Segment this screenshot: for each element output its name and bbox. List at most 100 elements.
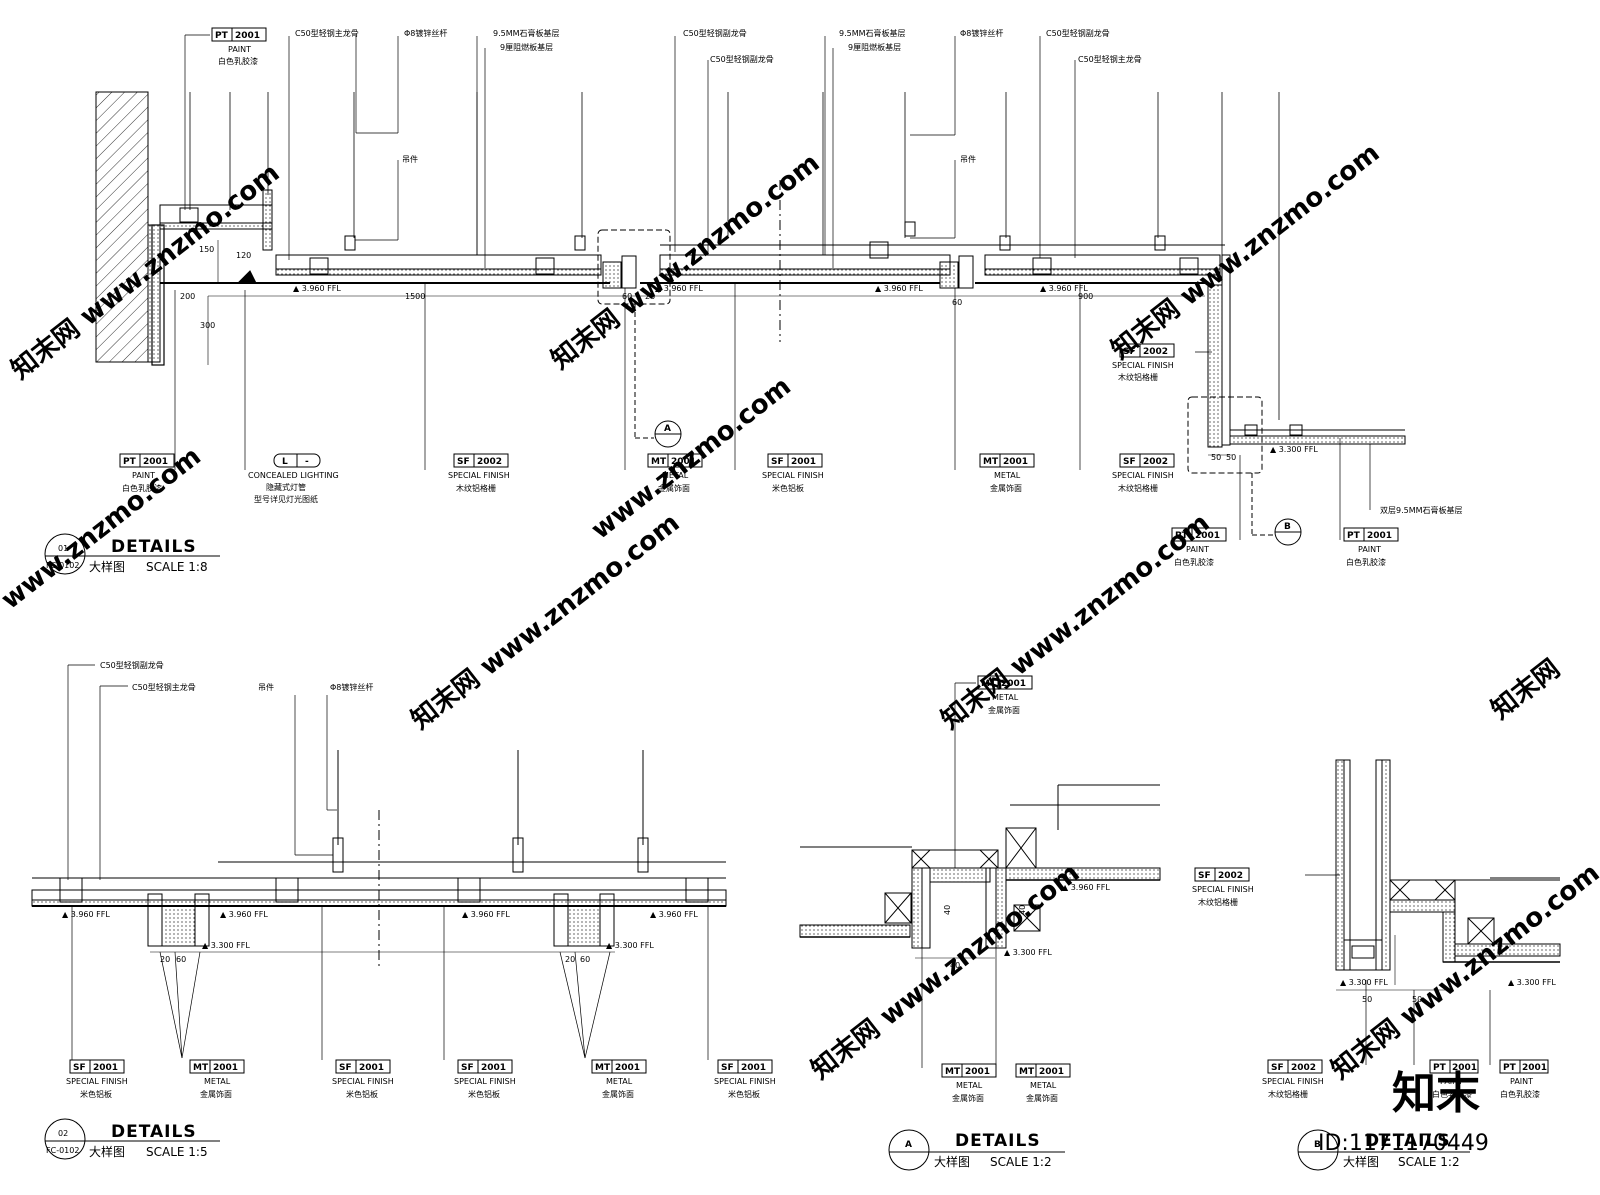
svg-text:METAL: METAL [204,1077,231,1086]
dimension-label: 1500 [405,292,425,301]
detail-02 [31,664,727,1060]
svg-text:DETAILS: DETAILS [955,1131,1041,1151]
watermark-text: 知末网 www.znzmo.com [806,858,1086,1086]
watermark-text: 知末网 www.znzmo.com [936,508,1216,736]
svg-text:SF: SF [1123,457,1136,467]
dimension-label: 40 [950,961,960,970]
svg-text:大样图: 大样图 [89,559,125,574]
level-mark: ▲ 3.960 FFL [462,910,510,919]
dimension-label: 50 [1362,995,1372,1004]
material-tag: L- CONCEALED LIGHTING 隐藏式灯管 型号详见灯光图纸 [248,453,339,504]
svg-text:PAINT: PAINT [132,471,155,480]
svg-text:白色乳胶漆: 白色乳胶漆 [218,56,258,66]
svg-text:2002: 2002 [1143,457,1168,467]
svg-text:PT: PT [123,457,137,467]
svg-text:SPECIAL FINISH: SPECIAL FINISH [1192,885,1254,894]
svg-text:SCALE 1:8: SCALE 1:8 [146,560,208,574]
watermark-layer: 知末网 www.znzmo.com 知末网 www.znzmo.com 知末网 … [0,138,1600,1156]
dimension-label: 20 [645,292,655,301]
svg-text:2002: 2002 [1291,1063,1316,1073]
level-mark: ▲ 3.960 FFL [650,910,698,919]
note-label: C50型轻钢主龙骨 [1078,54,1142,64]
watermark-logo: 知末 [1392,1068,1480,1119]
svg-text:SPECIAL FINISH: SPECIAL FINISH [1262,1077,1324,1086]
svg-text:2001: 2001 [235,31,260,41]
svg-text:MT: MT [193,1063,209,1073]
dimension-label: 150 [199,245,214,254]
note-label: 吊件 [402,154,418,164]
svg-text:2001: 2001 [481,1063,506,1073]
svg-text:FC-0102: FC-0102 [46,1146,79,1155]
detail-a [799,682,1161,1068]
note-label: 9.5MM石膏板基层 [493,28,560,38]
level-mark: ▲ 3.960 FFL [293,284,341,293]
svg-text:2001: 2001 [1452,1063,1477,1073]
detail-b [1305,759,1561,1065]
svg-text:木纹铝格栅: 木纹铝格栅 [1118,483,1158,493]
note-label: Φ8镀锌丝杆 [960,28,1003,38]
svg-text:白色乳胶漆: 白色乳胶漆 [1500,1089,1540,1099]
svg-text:MT: MT [945,1067,961,1077]
svg-text:米色铝板: 米色铝板 [80,1089,112,1099]
dimension-label: 120 [236,251,251,260]
note-label: Φ8镀锌丝杆 [330,682,373,692]
note-label: 9.5MM石膏板基层 [839,28,906,38]
svg-text:金属饰面: 金属饰面 [200,1089,232,1099]
svg-text:木纹铝格栅: 木纹铝格栅 [1198,897,1238,907]
svg-text:SPECIAL FINISH: SPECIAL FINISH [66,1077,128,1086]
svg-text:金属饰面: 金属饰面 [990,483,1022,493]
svg-text:01: 01 [58,544,68,553]
svg-text:白色乳胶漆: 白色乳胶漆 [1432,1089,1472,1099]
svg-text:DETAILS: DETAILS [111,537,197,557]
svg-text:SPECIAL FINISH: SPECIAL FINISH [448,471,510,480]
detail-title-block: 01 FC-0102 DETAILS 大样图 SCALE 1:8 [44,533,220,575]
svg-text:2001: 2001 [741,1063,766,1073]
note-label: Φ8镀锌丝杆 [404,28,447,38]
svg-text:A: A [905,1140,912,1150]
svg-text:MT: MT [1019,1067,1035,1077]
note-label: 9厘阻燃板基层 [848,42,901,52]
detail-02-labels: C50型轻钢副龙骨 C50型轻钢主龙骨 吊件 Φ8镀锌丝杆 ▲ 3.960 FF… [44,660,776,1160]
svg-text:金属饰面: 金属饰面 [952,1093,984,1103]
svg-text:SPECIAL FINISH: SPECIAL FINISH [714,1077,776,1086]
level-mark: ▲ 3.960 FFL [1062,883,1110,892]
svg-text:FC-0102: FC-0102 [46,561,79,570]
svg-text:2002: 2002 [1143,347,1168,357]
svg-text:PAINT: PAINT [1510,1077,1533,1086]
svg-text:2001: 2001 [1039,1067,1064,1077]
dimension-label: 60 [580,955,590,964]
svg-text:2001: 2001 [1001,679,1026,689]
svg-text:木纹铝格栅: 木纹铝格栅 [456,483,496,493]
note-label: 9厘阻燃板基层 [500,42,553,52]
detail-01-labels: PT 2001 PAINT 白色乳胶漆 C50型轻钢主龙骨 Φ8镀锌丝杆 9.5… [44,27,1463,575]
note-label: C50型轻钢副龙骨 [710,54,774,64]
level-mark: ▲ 3.960 FFL [62,910,110,919]
svg-text:金属饰面: 金属饰面 [658,483,690,493]
svg-text:MT: MT [981,679,997,689]
dimension-label: 50 [1412,995,1422,1004]
svg-text:2001: 2001 [1367,531,1392,541]
svg-text:SF: SF [73,1063,86,1073]
svg-text:METAL: METAL [994,471,1021,480]
svg-text:SF: SF [339,1063,352,1073]
svg-text:MT: MT [983,457,999,467]
watermark-text: 知末网 www.znzmo.com [546,148,826,376]
dimension-label: 60 [622,292,632,301]
dimension-label: 20 [565,955,575,964]
level-mark: ▲ 3.960 FFL [220,910,268,919]
svg-text:大样图: 大样图 [1343,1154,1379,1169]
svg-text:SPECIAL FINISH: SPECIAL FINISH [454,1077,516,1086]
dimension-label: 40 [1018,905,1027,915]
